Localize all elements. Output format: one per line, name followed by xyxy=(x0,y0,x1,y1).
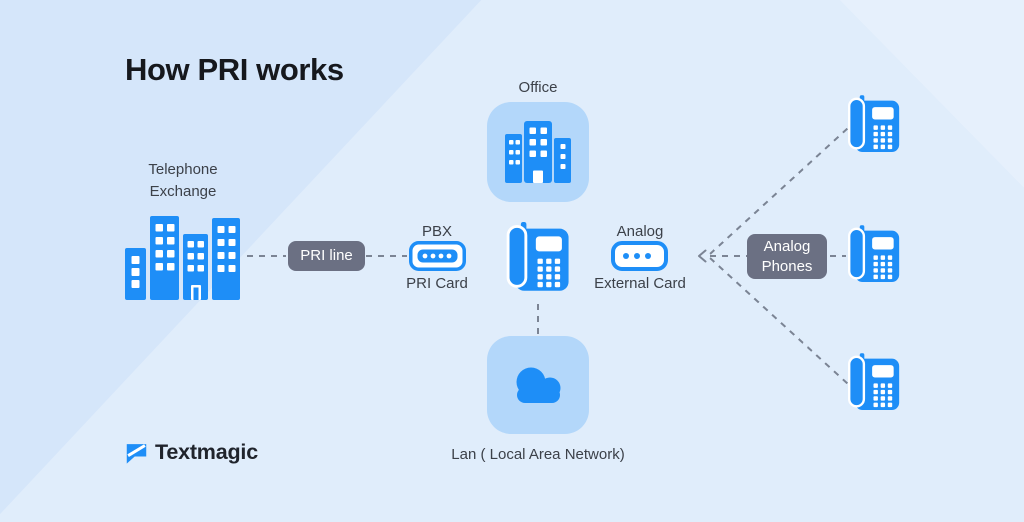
pri-line-badge-label: PRI line xyxy=(300,247,353,264)
analog-phone-top-icon xyxy=(846,95,901,154)
pri-card-label: PRI Card xyxy=(406,275,468,292)
external-card-label: External Card xyxy=(594,275,686,292)
office-building-icon xyxy=(505,121,571,183)
office-tile xyxy=(487,102,589,202)
pri-line-badge: PRI line xyxy=(288,241,365,271)
exchange-to-priline-connector xyxy=(247,255,286,257)
telephone-exchange-label: Telephone Exchange xyxy=(148,161,218,200)
office-desk-phone-icon xyxy=(504,222,571,293)
lan-label: Lan ( Local Area Network) xyxy=(451,446,625,463)
analog-phones-badge-line1: Analog xyxy=(763,237,811,255)
analog-phone-bottom-icon xyxy=(846,353,901,412)
pri-card-icon xyxy=(409,241,466,271)
cloud-icon xyxy=(516,367,561,403)
brand-lockup: Textmagic xyxy=(125,440,258,465)
telephone-exchange-buildings-icon xyxy=(125,216,240,300)
analog-phones-badge: Analog Phones xyxy=(747,234,827,279)
pbx-label: PBX xyxy=(421,223,452,240)
phone-to-lan-connector xyxy=(537,304,539,335)
analog-phones-badge-line2: Phones xyxy=(761,257,813,275)
lan-tile xyxy=(487,336,589,434)
priline-to-pricard-connector xyxy=(366,255,407,257)
analog-phone-middle-icon xyxy=(846,225,901,284)
page-title: How PRI works xyxy=(125,52,344,87)
analog-label: Analog xyxy=(616,223,664,240)
office-label: Office xyxy=(518,79,558,96)
textmagic-logo-icon xyxy=(126,443,147,464)
textmagic-wordmark: Textmagic xyxy=(155,440,258,464)
analog-external-card-icon xyxy=(611,241,668,271)
arrowhead-left-icon xyxy=(698,249,707,263)
